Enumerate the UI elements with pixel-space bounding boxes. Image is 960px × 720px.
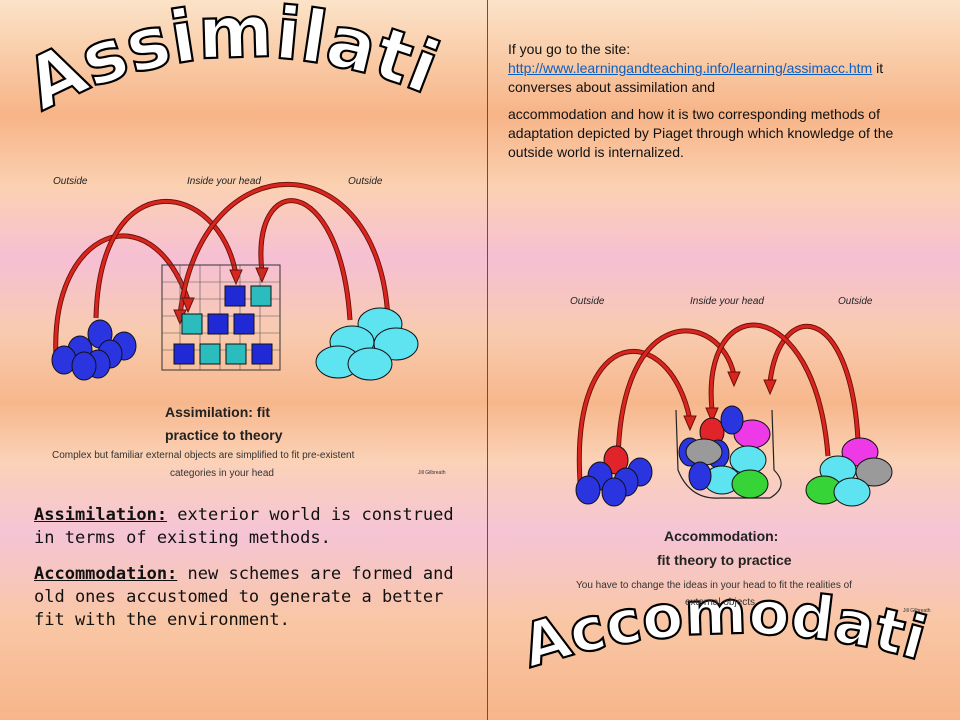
accom-right-cluster [805,437,893,507]
assim-credit: Jill Gilbreath [418,470,446,476]
accom-caption-title-1: Accommodation: [664,528,778,544]
assimilation-term: Assimilation: [34,505,168,525]
source-after-link: it converses about assimilation and [508,60,884,95]
assimilation-def-text: exterior world is construed in terms of … [34,505,454,548]
assim-header-inside: Inside your head [187,176,261,187]
accom-mixed-cluster [678,405,771,499]
source-intro: If you go to the site: [508,41,631,57]
assim-caption-title-2: practice to theory [165,427,283,443]
assim-caption-line-2: categories in your head [170,468,274,479]
assim-caption-title-1: Assimilation: fit [165,404,270,420]
source-link-line: http://www.learningandteaching.info/lear… [508,59,938,97]
assim-schema-grid [161,264,281,371]
accom-header-outside-left: Outside [570,296,605,307]
accommodation-term: Accommodation: [34,564,178,584]
accom-caption-line-2: external objects [685,597,755,608]
assim-header-outside-right: Outside [348,176,383,187]
accom-arrows [576,322,861,483]
source-paragraph: If you go to the site: http://www.learni… [508,40,938,162]
accommodation-definition: Accommodation: new schemes are formed an… [34,563,454,632]
source-rest: accommodation and how it is two correspo… [508,106,894,160]
assim-caption-line-1: Complex but familiar external objects ar… [52,450,355,461]
source-link[interactable]: http://www.learningandteaching.info/lear… [508,60,873,76]
accom-caption-line-1: You have to change the ideas in your hea… [576,580,852,591]
accom-left-cluster [575,445,653,507]
accom-credit: Jill Gilbreath [903,608,931,614]
assim-arrows [53,181,391,357]
assim-header-outside-left: Outside [53,176,88,187]
definitions-block: Assimilation: exterior world is construe… [34,504,454,645]
assimilation-definition: Assimilation: exterior world is construe… [34,504,454,550]
accom-head-outline [675,409,782,499]
column-divider [487,0,488,720]
accommodation-def-text: new schemes are formed and old ones accu… [34,564,454,630]
accom-header-outside-right: Outside [838,296,873,307]
assim-blue-cluster [51,319,137,381]
assim-cyan-cluster [315,307,419,381]
accom-header-inside: Inside your head [690,296,764,307]
accom-caption-title-2: fit theory to practice [657,552,792,568]
